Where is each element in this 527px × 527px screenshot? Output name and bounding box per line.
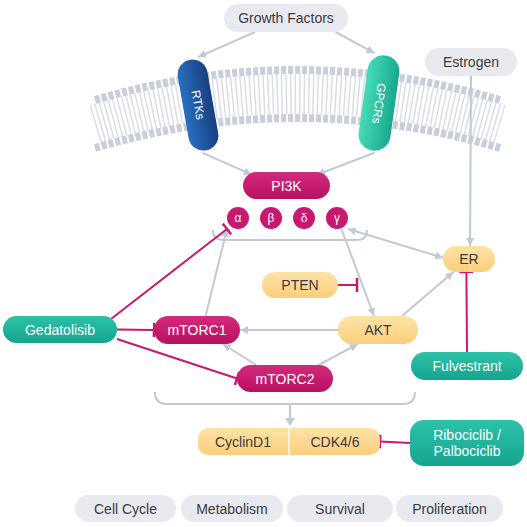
node-label: AKT (364, 322, 391, 338)
outcome-pill: Metabolism (181, 495, 283, 522)
node-label: CDK4/6 (288, 428, 380, 455)
node-label: CyclinD1 (198, 428, 288, 455)
activation-connector (469, 76, 472, 246)
receptor-pill: ER (443, 246, 495, 272)
node-label: Cell Cycle (94, 501, 157, 517)
activation-connector (402, 272, 453, 316)
kinase-pill: PI3K (243, 172, 330, 199)
node-label: β (268, 210, 275, 226)
inhibition-connector (117, 339, 237, 379)
node-label: Gedatolisib (25, 322, 95, 338)
node-label: GPCRs (368, 82, 390, 125)
node-label: PTEN (281, 277, 318, 293)
activation-connector (240, 329, 338, 331)
node-label: Fulvestrant (432, 358, 501, 374)
protein-pill: PTEN (262, 272, 338, 298)
node-label: Estrogen (443, 54, 499, 70)
isoform-circle: γ (326, 207, 348, 229)
inhibition-connector (117, 329, 154, 332)
complex-band: CyclinD1CDK4/6 (198, 428, 380, 455)
node-label: α (235, 210, 242, 226)
activation-connector (223, 344, 256, 365)
node-label: Growth Factors (238, 10, 334, 26)
activation-connector (336, 32, 375, 53)
node-label: mTORC1 (168, 322, 227, 338)
node-label: Proliferation (412, 501, 487, 517)
node-label: ER (459, 251, 478, 267)
stimulus-pill: Growth Factors (224, 4, 348, 32)
isoform-circle: α (227, 207, 249, 229)
node-label: γ (334, 210, 340, 226)
activation-connector (317, 153, 375, 175)
output-bracket (155, 392, 415, 404)
activation-connector (198, 32, 255, 57)
pten-inhibition-line (338, 284, 356, 286)
kinase-pill: AKT (338, 316, 418, 344)
inhibition-connector (380, 442, 410, 444)
kinase-pill: mTORC1 (154, 316, 240, 344)
node-label: Survival (315, 501, 365, 517)
activation-connector (319, 344, 358, 365)
activation-connector (203, 153, 252, 175)
node-label: Metabolism (196, 501, 268, 517)
activation-connector (341, 229, 374, 316)
pten-inhibition-bar (356, 278, 359, 292)
node-label: RTKs (188, 89, 209, 121)
activation-connector (348, 229, 443, 258)
kinase-pill: mTORC2 (237, 365, 333, 392)
node-label: mTORC2 (256, 371, 315, 387)
outcome-pill: Cell Cycle (75, 495, 176, 522)
inhibition-connector (111, 229, 227, 319)
node-label: PI3K (271, 178, 301, 194)
outcome-pill: Survival (287, 495, 393, 522)
drug-pill: Ribociclib / Palbociclib (410, 420, 524, 466)
output-arrow-head (285, 418, 295, 426)
receptor-pill: GPCRs (356, 53, 401, 153)
node-label: Ribociclib / Palbociclib (416, 427, 518, 459)
drug-pill: Gedatolisib (3, 316, 117, 343)
isoform-circle: β (260, 207, 282, 229)
membrane-heads-inner (95, 118, 500, 148)
drug-pill: Fulvestrant (411, 352, 523, 380)
outcome-pill: Proliferation (396, 495, 503, 522)
node-label: δ (301, 210, 308, 226)
stimulus-pill: Estrogen (425, 48, 517, 76)
inhibition-connector (465, 272, 468, 352)
output-arrow-line (289, 404, 291, 419)
isoform-circle: δ (293, 207, 315, 229)
